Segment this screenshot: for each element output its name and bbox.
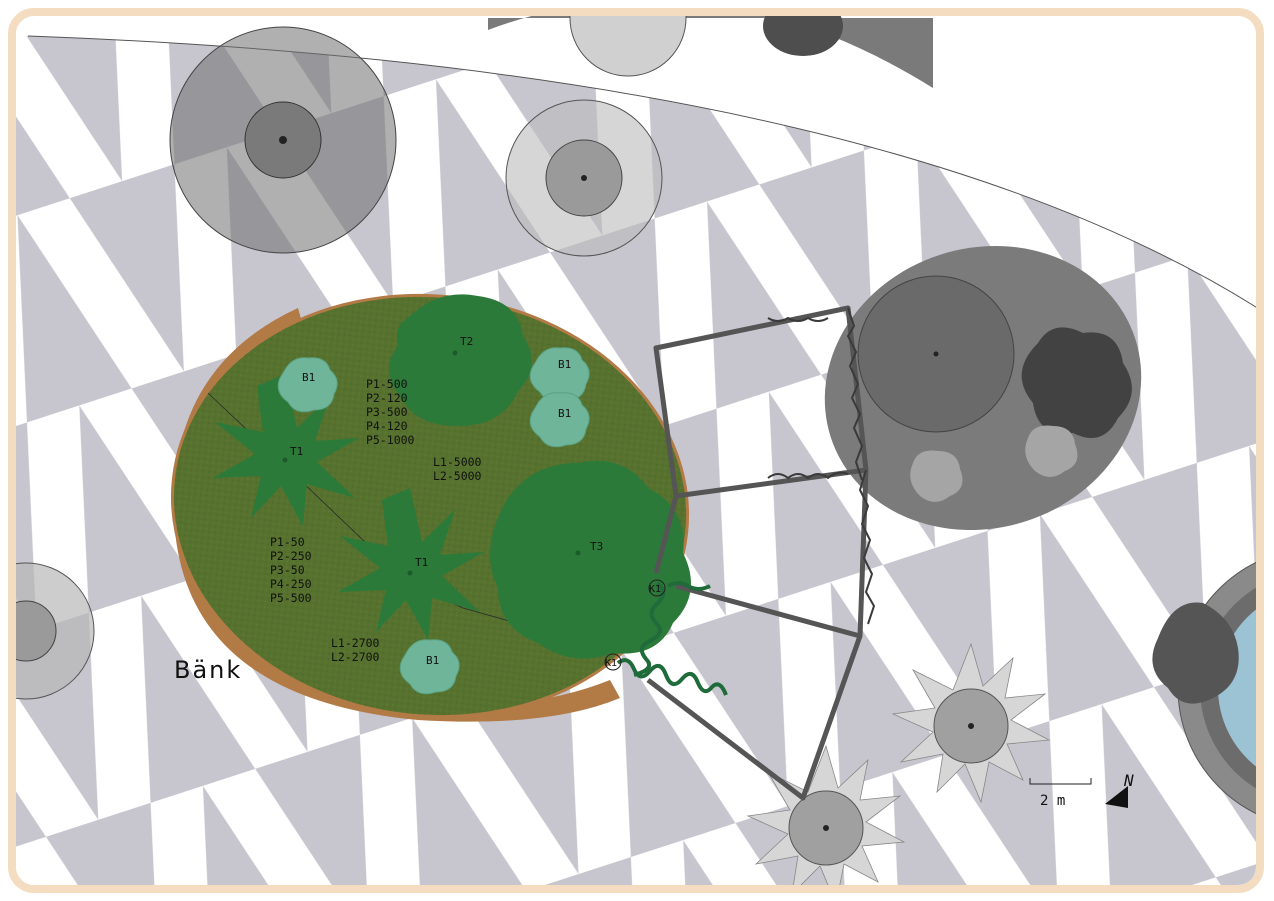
plant-list-mid: L1-5000 L2-5000: [433, 455, 482, 483]
plaza-area: [16, 16, 1256, 308]
label-b1-c: B1: [558, 407, 571, 420]
svg-text:L1-2700: L1-2700: [331, 636, 380, 650]
bench-label: Bänk: [174, 656, 242, 684]
svg-text:P2-250: P2-250: [270, 549, 312, 563]
plant-list-upper: P1-500 P2-120 P3-500 P4-120 P5-1000: [366, 377, 415, 447]
tree-t1-upper: [213, 374, 359, 526]
spiky-shrub-bottom: [746, 744, 906, 885]
trunk-markers: [282, 350, 581, 576]
pond: [1152, 561, 1256, 815]
label-b1-b: B1: [558, 358, 571, 371]
svg-text:P5-1000: P5-1000: [366, 433, 415, 447]
scale-bar: 2 m: [1029, 778, 1092, 809]
plan-frame: T1 T1 T2 T3 B1 B1 B1 B1 K1 K1 P1-500 P2-…: [8, 8, 1264, 893]
climber-k1: [616, 581, 728, 696]
svg-text:P4-120: P4-120: [366, 419, 408, 433]
tree-canopy-large: [169, 26, 397, 254]
climber-markers: [604, 579, 666, 671]
tree-t1-lower: [338, 488, 484, 640]
svg-text:P1-500: P1-500: [366, 377, 408, 391]
scale-label: 2 m: [1040, 793, 1065, 809]
svg-text:P3-500: P3-500: [366, 405, 408, 419]
spiky-shrub-right: [891, 642, 1051, 804]
plant-list-left: P1-50 P2-250 P3-50 P4-250 P5-500: [270, 535, 312, 605]
label-t3: T3: [590, 540, 603, 553]
label-t1-upper: T1: [290, 445, 303, 458]
tree-canopy-left-edge: [16, 562, 95, 700]
svg-text:L1-5000: L1-5000: [433, 455, 482, 469]
pergola-climbers: [767, 307, 876, 625]
gray-planting-bed: [824, 245, 1142, 531]
label-b1-a: B1: [302, 371, 315, 384]
tree-t3: [490, 460, 691, 659]
tree-t2: [389, 294, 532, 426]
svg-text:P1-50: P1-50: [270, 535, 305, 549]
site-plan: T1 T1 T2 T3 B1 B1 B1 B1 K1 K1 P1-500 P2-…: [16, 16, 1256, 885]
tree-canopy-medium: [505, 99, 663, 257]
plant-list-bottom: L1-2700 L2-2700: [331, 636, 380, 664]
label-k1-b: K1: [605, 658, 617, 669]
svg-text:L2-2700: L2-2700: [331, 650, 380, 664]
svg-text:N: N: [1123, 771, 1134, 790]
label-b1-d: B1: [426, 654, 439, 667]
label-t1-lower: T1: [415, 556, 428, 569]
top-canopies: [488, 16, 933, 88]
shrubs-b1: [277, 347, 590, 695]
svg-text:P2-120: P2-120: [366, 391, 408, 405]
label-k1-a: K1: [649, 584, 661, 595]
svg-text:P4-250: P4-250: [270, 577, 312, 591]
svg-text:P3-50: P3-50: [270, 563, 305, 577]
label-t2: T2: [460, 335, 473, 348]
svg-text:P5-500: P5-500: [270, 591, 312, 605]
svg-text:L2-5000: L2-5000: [433, 469, 482, 483]
north-arrow-icon: N: [1105, 771, 1134, 808]
